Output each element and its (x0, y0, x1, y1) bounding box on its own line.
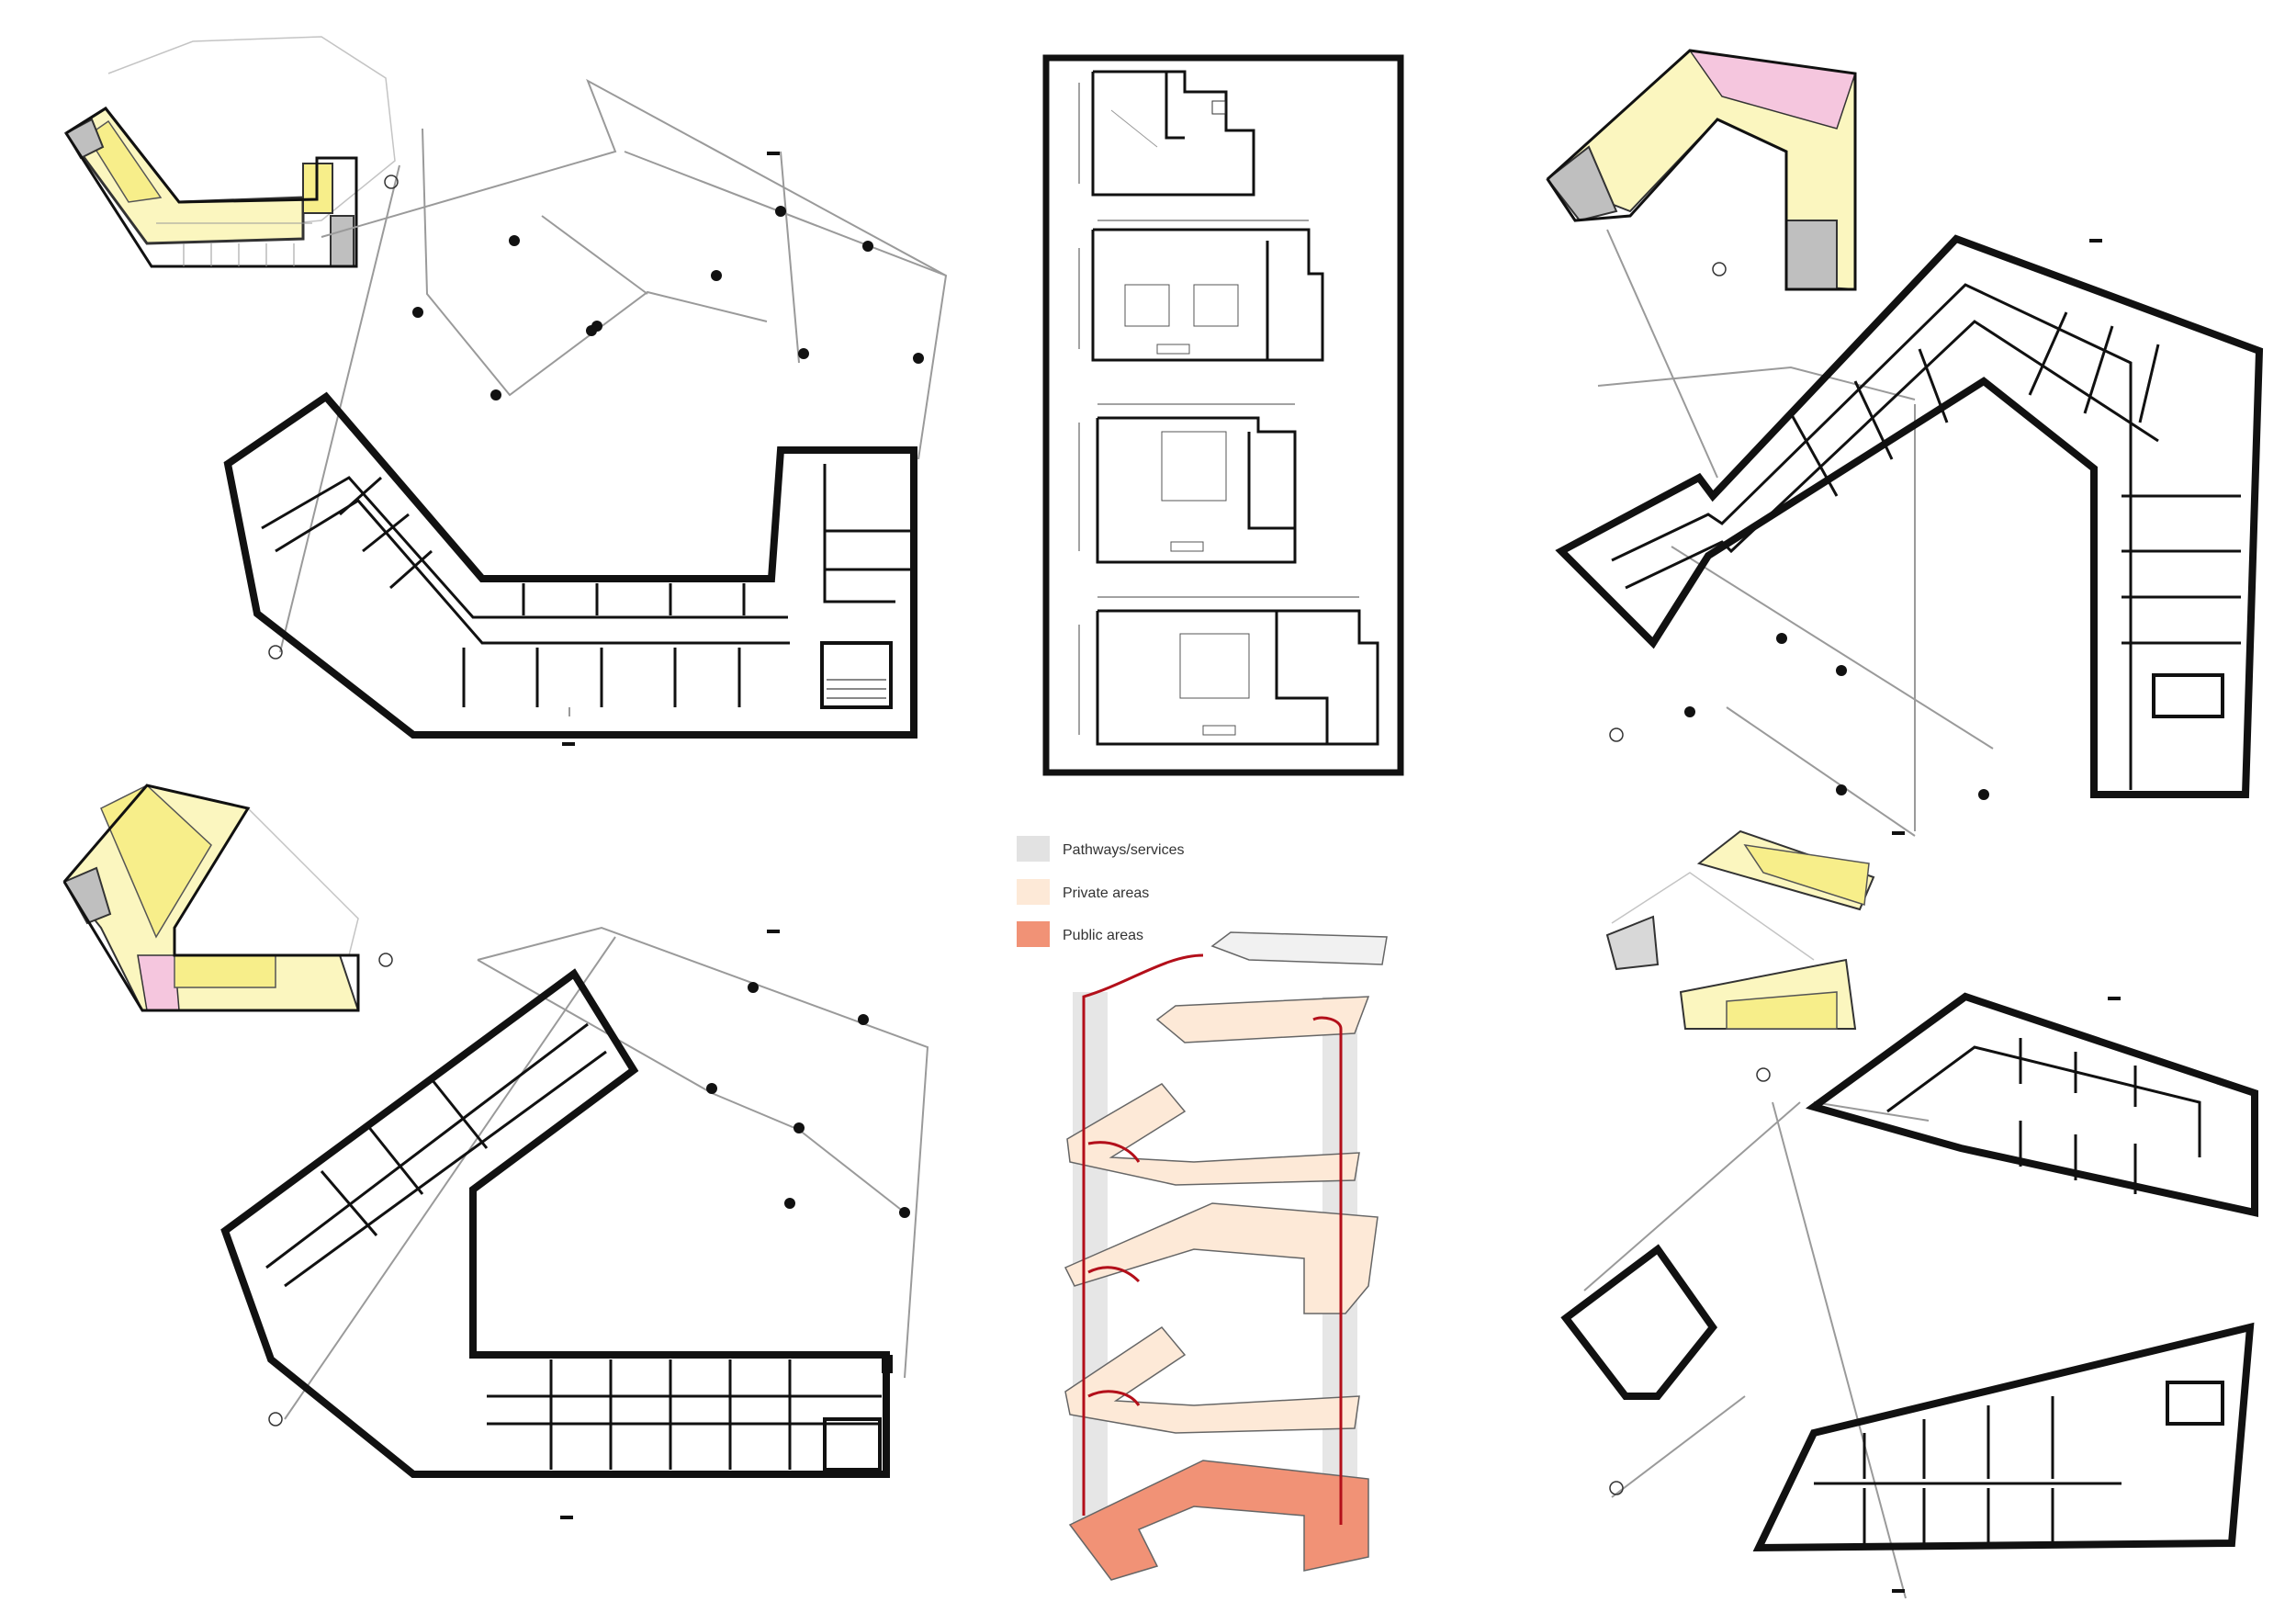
floor-plan-top-right (1555, 229, 2264, 837)
legend-swatch-public (1017, 921, 1050, 947)
double-room-plan (1096, 416, 1297, 564)
area-legend: Pathways/services Private areas Public a… (1017, 836, 1185, 947)
double-suite-plan (1096, 609, 1379, 746)
key-plan-top-left (63, 36, 396, 268)
circulation-routes (1082, 953, 1343, 1525)
floor-plan-top-left (223, 78, 948, 746)
key-plan-bottom-right (1605, 829, 1875, 1030)
key-plan-bottom-left (62, 784, 360, 1012)
north-arrow-markers (268, 175, 1771, 1495)
grid-columns (412, 206, 924, 400)
legend-label-public: Public areas (1063, 928, 1143, 943)
legend-swatch-private (1017, 879, 1050, 905)
floor-plan-bottom-left (220, 926, 929, 1519)
axonometric-circulation-diagram (1064, 931, 1388, 1581)
single-room-plan (1091, 70, 1255, 197)
legend-swatch-pathways (1017, 836, 1050, 862)
floor-plan-bottom-right (1560, 992, 2258, 1599)
room-types-panel (1042, 54, 1404, 776)
key-plan-top-right (1546, 49, 1857, 291)
legend-label-pathways: Pathways/services (1063, 842, 1185, 858)
legend-label-private: Private areas (1063, 885, 1149, 901)
twin-room-plan (1091, 228, 1324, 362)
